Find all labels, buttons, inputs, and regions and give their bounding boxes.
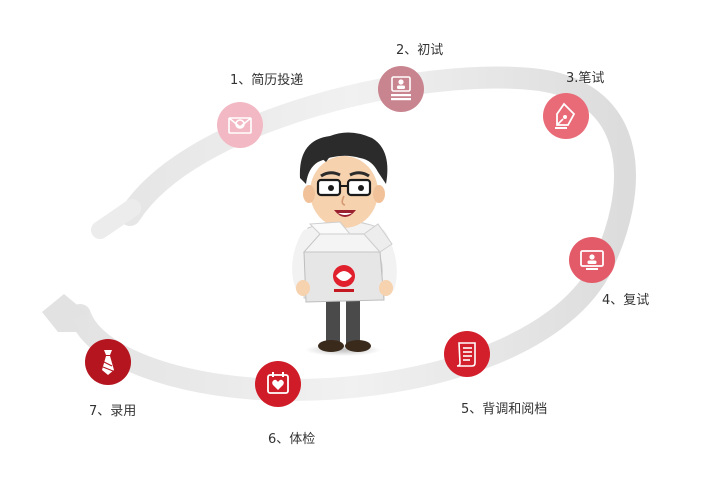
step-label-background-check: 5、背调和阅档 bbox=[461, 402, 548, 417]
step-label-second-interview: 4、复试 bbox=[602, 293, 650, 308]
step-label-resume-submission: 1、简历投递 bbox=[230, 73, 304, 88]
step-circle-2 bbox=[378, 66, 424, 112]
envelope-icon bbox=[228, 117, 252, 134]
monitor-person-icon bbox=[580, 250, 604, 270]
step-label-first-interview: 2、初试 bbox=[396, 43, 444, 58]
heart-calendar-icon bbox=[267, 372, 289, 394]
step-circle-5 bbox=[444, 331, 490, 377]
step-circle-3 bbox=[543, 93, 589, 139]
pen-nib-icon bbox=[555, 102, 576, 129]
step-circle-7 bbox=[85, 339, 131, 385]
flow-arrowhead bbox=[42, 294, 88, 332]
person-card-icon bbox=[391, 76, 411, 101]
step-label-hired: 7、录用 bbox=[89, 404, 137, 419]
cartoon-man-holding-box bbox=[292, 132, 397, 356]
step-circle-4 bbox=[569, 237, 615, 283]
step-label-written-test: 3.笔试 bbox=[566, 71, 605, 86]
step-circle-1 bbox=[217, 102, 263, 148]
scroll-icon bbox=[456, 342, 476, 367]
necktie-icon bbox=[102, 350, 114, 375]
step-label-medical-exam: 6、体检 bbox=[268, 432, 316, 447]
step-circle-6 bbox=[255, 361, 301, 407]
